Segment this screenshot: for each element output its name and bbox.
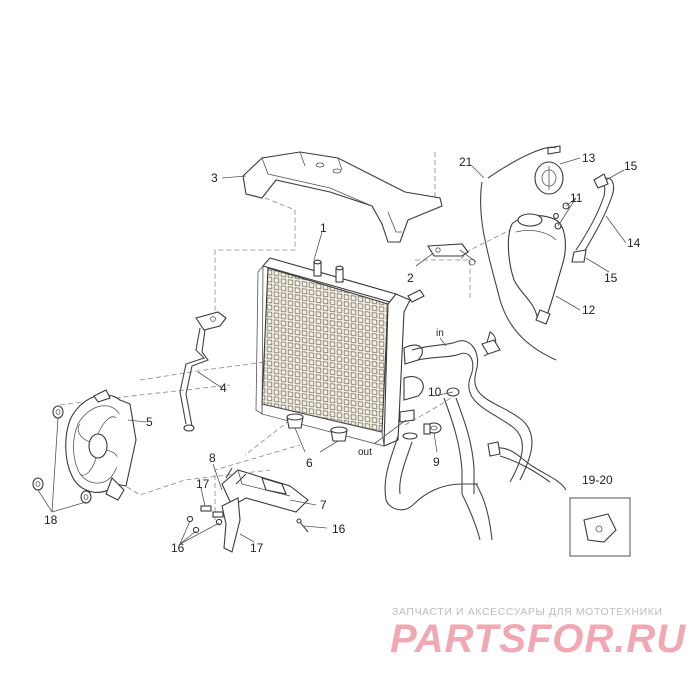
callout-9: 9 bbox=[433, 455, 440, 469]
callout-8: 8 bbox=[209, 451, 216, 465]
callout-12: 12 bbox=[582, 303, 596, 317]
callout-11: 11 bbox=[570, 191, 583, 205]
fitting-9-10 bbox=[423, 387, 460, 435]
callout-labels: 1 2 3 4 5 6 7 8 9 10 11 12 13 14 15 15 1… bbox=[44, 151, 641, 555]
callout-2: 2 bbox=[407, 271, 414, 285]
callout-3: 3 bbox=[211, 171, 218, 185]
cooling-fan bbox=[65, 389, 137, 501]
callout-17-lower: 17 bbox=[250, 541, 264, 555]
tank-cap bbox=[534, 145, 564, 195]
callout-6: 6 bbox=[306, 456, 313, 470]
side-bracket-4 bbox=[179, 311, 227, 432]
expansion-tank bbox=[507, 213, 566, 325]
callout-4: 4 bbox=[220, 381, 227, 395]
callout-7: 7 bbox=[320, 498, 327, 512]
callout-18: 18 bbox=[44, 513, 58, 527]
callout-19-20: 19-20 bbox=[582, 473, 613, 487]
flow-label-in: in bbox=[436, 328, 444, 339]
upper-cover bbox=[242, 151, 443, 243]
callout-16-right: 16 bbox=[332, 522, 346, 536]
watermark-caption: ЗАПЧАСТИ И АКСЕССУАРЫ ДЛЯ МОТОТЕХНИКИ bbox=[392, 606, 663, 618]
watermark-logo: PARTSFOR.RU bbox=[390, 617, 687, 661]
coolant-hoses bbox=[384, 331, 567, 541]
hose-21 bbox=[480, 146, 557, 361]
hose-14 bbox=[571, 173, 615, 263]
callout-16-left: 16 bbox=[171, 541, 185, 555]
callout-15-lower: 15 bbox=[604, 271, 618, 285]
inset-box-19-20 bbox=[569, 497, 631, 557]
callout-21: 21 bbox=[459, 155, 473, 169]
callout-10: 10 bbox=[428, 385, 442, 399]
callout-5: 5 bbox=[146, 415, 153, 429]
nuts-18 bbox=[32, 405, 92, 504]
callout-15-top: 15 bbox=[624, 159, 638, 173]
grommets-6 bbox=[286, 413, 348, 442]
flow-labels: in out bbox=[358, 328, 444, 458]
callout-1: 1 bbox=[320, 221, 327, 235]
lower-bracket bbox=[186, 467, 309, 553]
callout-17-upper: 17 bbox=[196, 477, 210, 491]
clips-11 bbox=[553, 202, 570, 230]
callout-13: 13 bbox=[582, 151, 596, 165]
radiator bbox=[255, 257, 425, 447]
bracket-2 bbox=[427, 243, 477, 266]
flow-label-out: out bbox=[358, 447, 372, 458]
callout-14: 14 bbox=[627, 236, 641, 250]
leader-lines bbox=[37, 157, 627, 545]
